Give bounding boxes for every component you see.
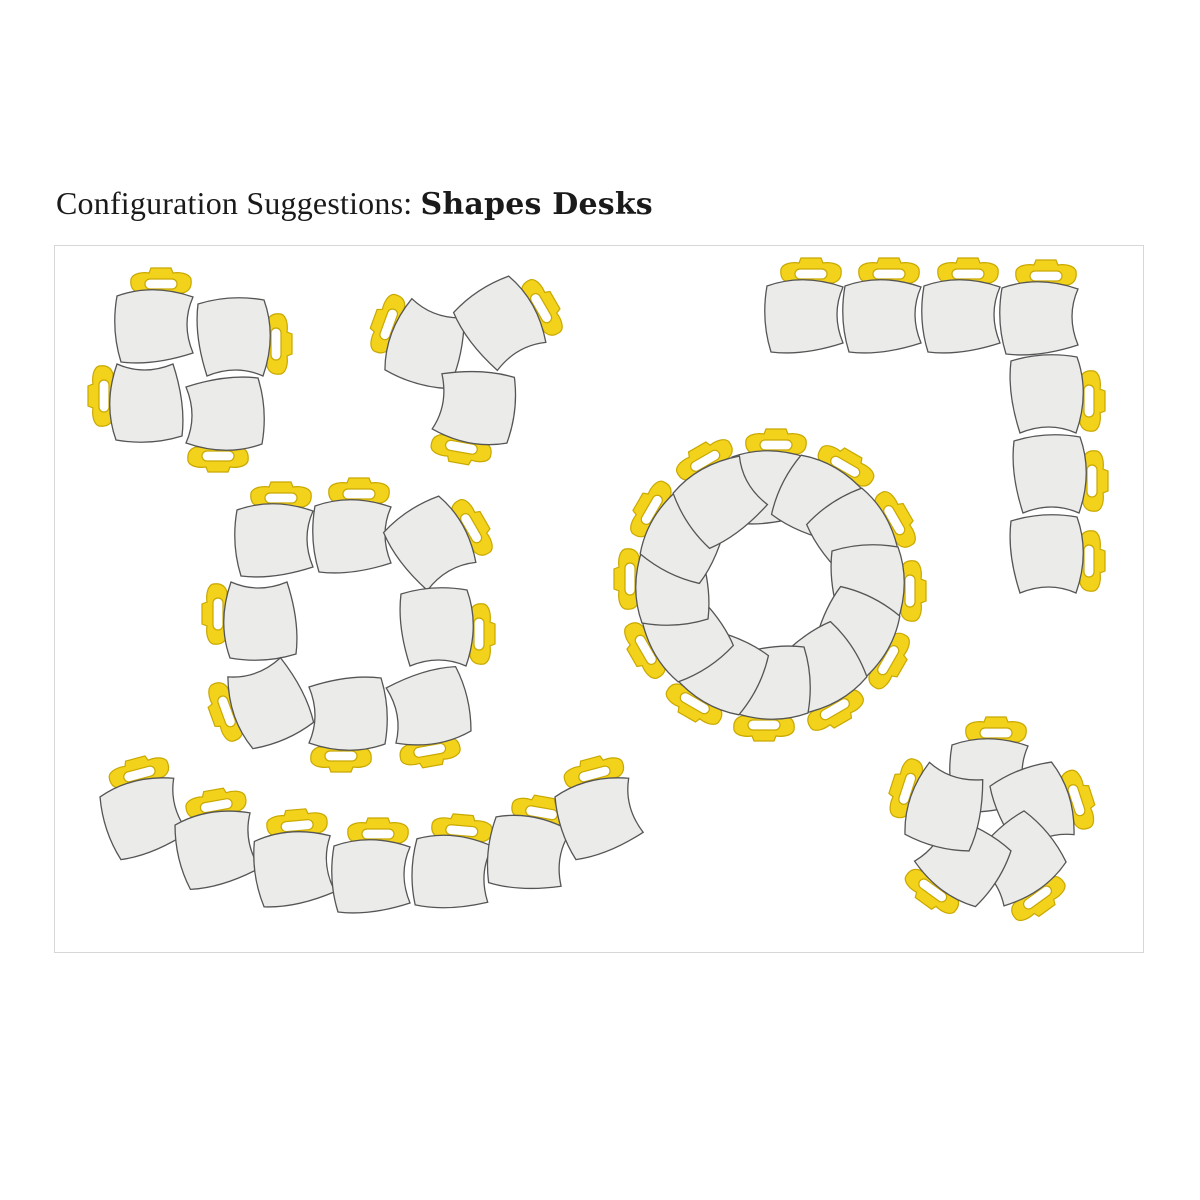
desk-with-chair (1000, 260, 1078, 355)
desk-with-chair (1010, 515, 1105, 593)
config-circle-ring (614, 429, 926, 741)
desk-with-chair (235, 482, 313, 577)
desk-with-chair (409, 811, 495, 912)
desk-with-chair (332, 818, 410, 913)
desk-with-chair (1010, 355, 1105, 433)
desk-with-chair (168, 784, 262, 891)
desk-with-chair (197, 298, 292, 376)
desk-with-chair (202, 582, 297, 660)
desk-with-chair (765, 258, 843, 353)
page-title: Configuration Suggestions: Shapes Desks (56, 184, 653, 222)
desk-with-chair (186, 377, 264, 472)
desk-with-chair (91, 750, 191, 862)
config-square-ring (201, 478, 501, 772)
desk-with-chair (1013, 435, 1108, 513)
title-emphasis: Shapes Desks (420, 187, 653, 222)
config-star-5 (878, 717, 1102, 931)
desk-with-chair (450, 260, 571, 375)
config-cluster-4 (88, 268, 292, 472)
desk-with-chair (115, 268, 193, 363)
desk-with-chair (88, 364, 183, 442)
desk-with-chair (380, 480, 501, 595)
desk-with-chair (250, 807, 336, 908)
desk-with-chair (201, 654, 317, 760)
config-cluster-3 (358, 260, 571, 471)
desk-with-chair (313, 478, 391, 573)
desk-with-chair (843, 258, 921, 353)
desk-with-chair (309, 677, 387, 772)
title-prefix: Configuration Suggestions: (56, 185, 421, 221)
desk-with-chair (400, 588, 495, 666)
desk-with-chair (385, 665, 479, 772)
desk-with-chair (922, 258, 1000, 353)
config-arc-row (91, 750, 646, 913)
